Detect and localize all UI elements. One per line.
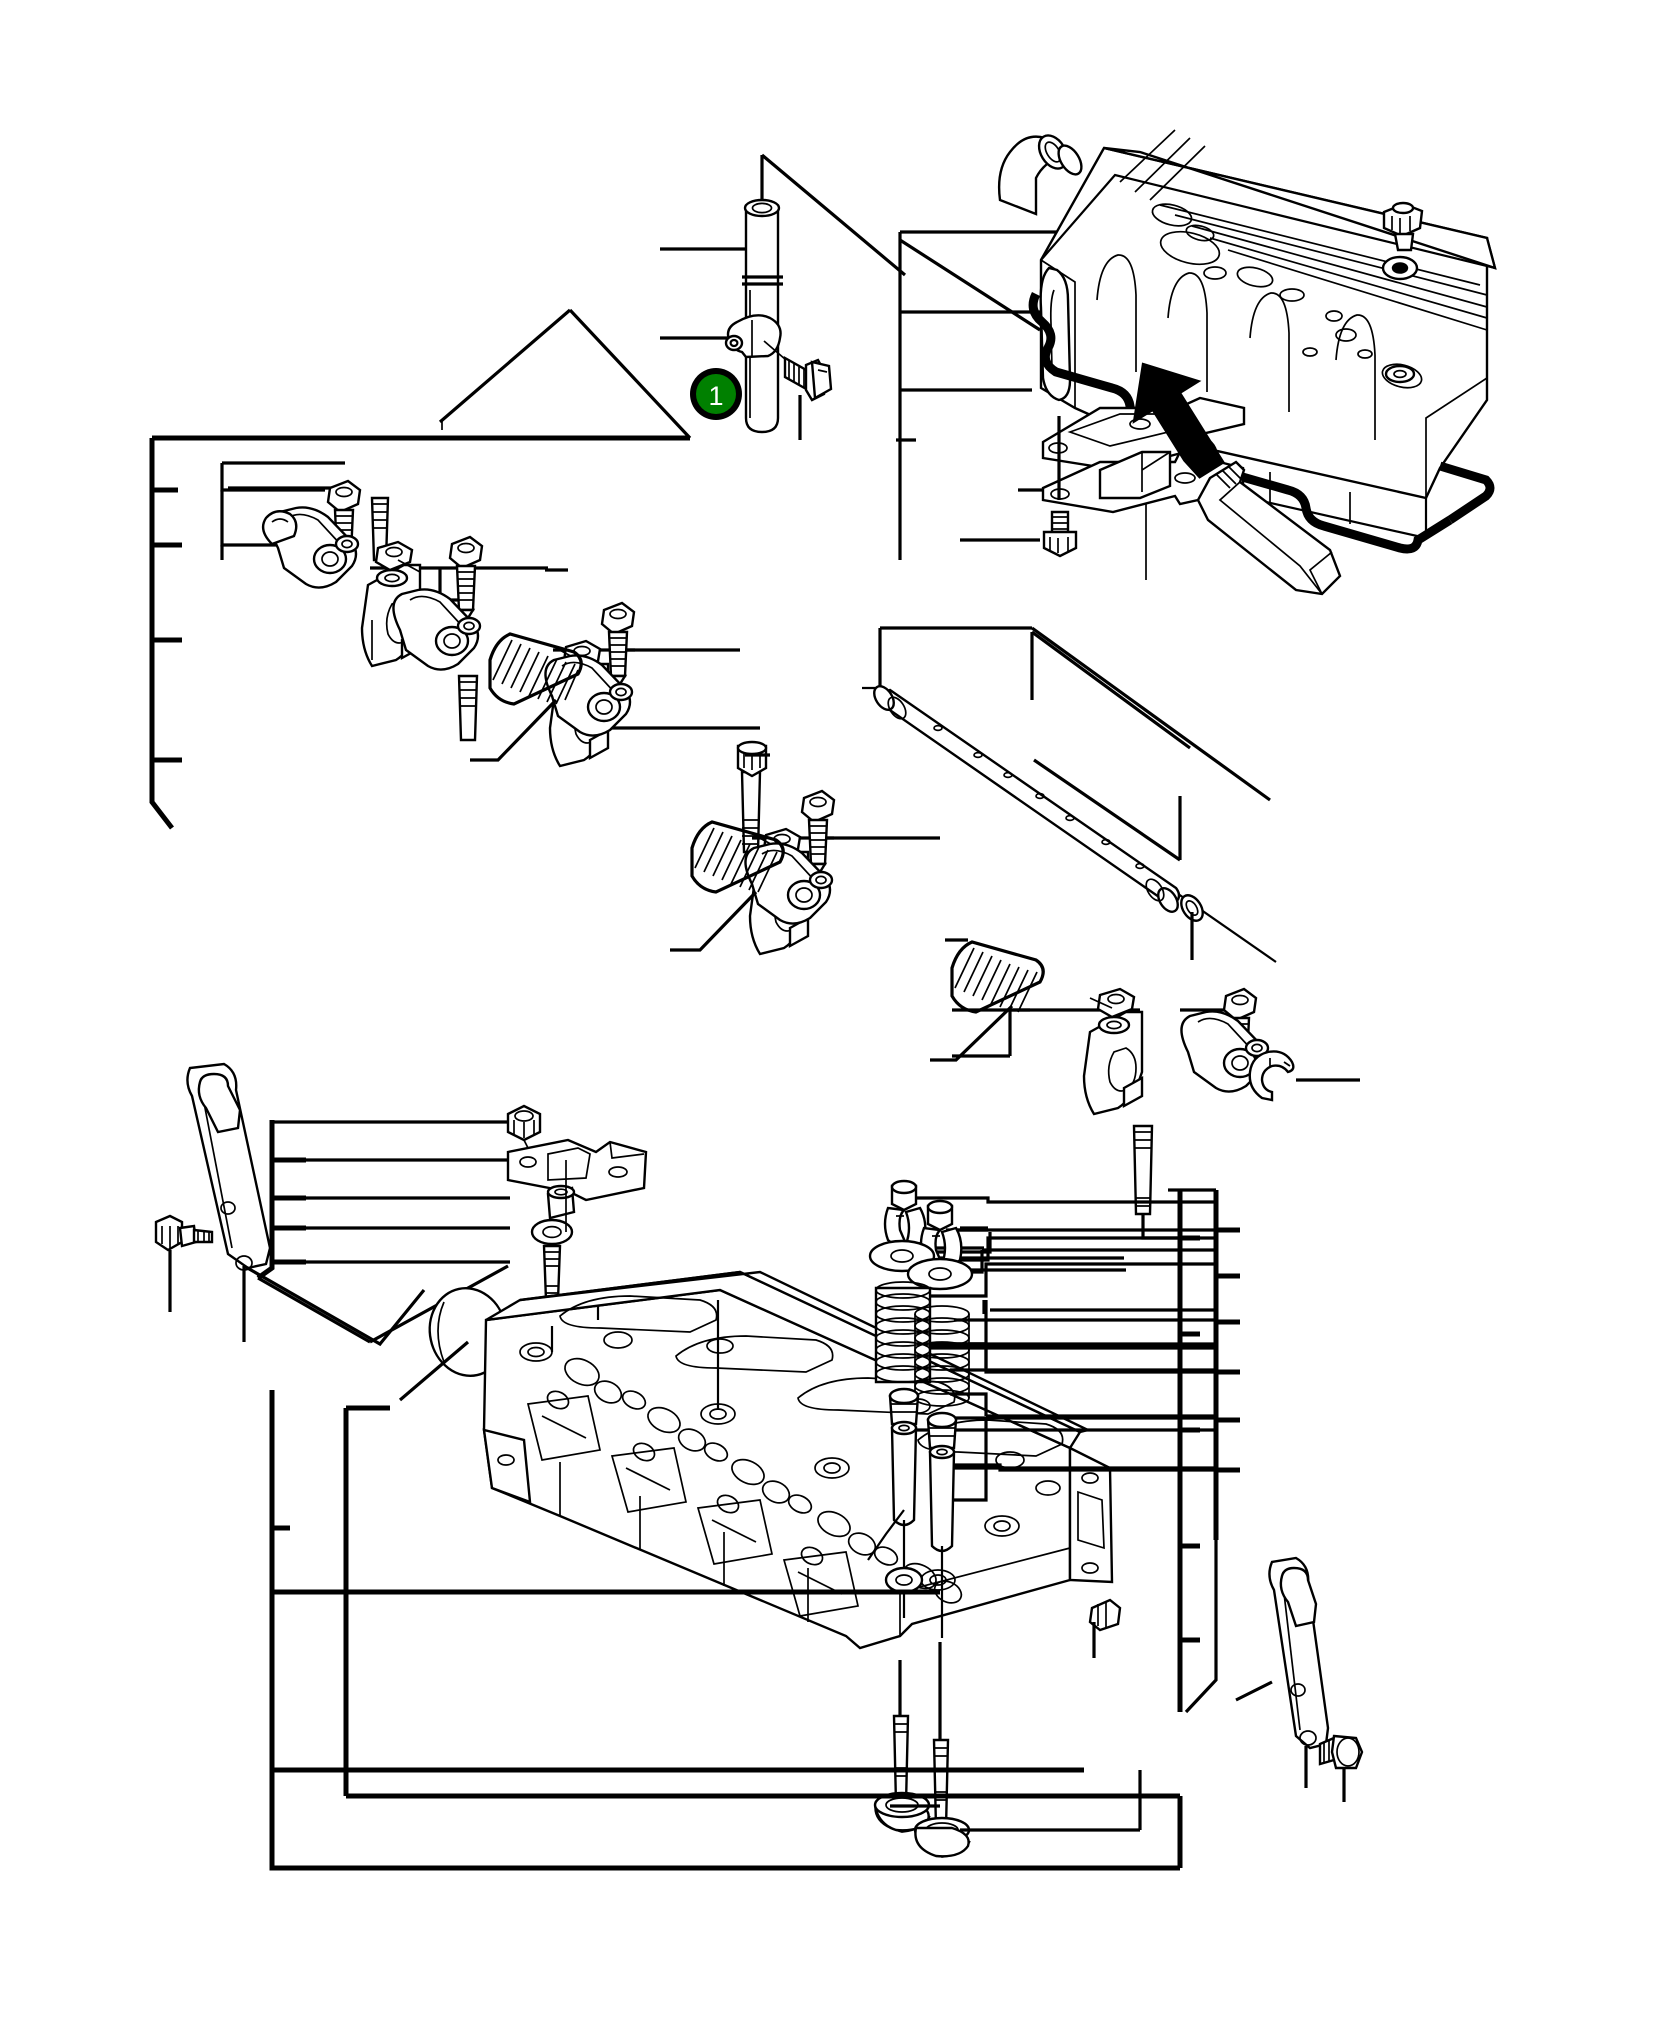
leader-breather-tube-diag: [760, 153, 907, 277]
rocker-index-bracket: [149, 308, 692, 830]
rocker-arm: [1180, 1010, 1270, 1093]
valve-spring-outer: [914, 1305, 970, 1407]
head-studs: [550, 1300, 720, 1410]
rocker-assembly-4: [670, 753, 940, 956]
valve-guide: [928, 1444, 956, 1553]
lifting-eye-bolt-left: [154, 1214, 214, 1312]
valve-index-bracket: [1180, 1188, 1240, 1714]
valve-guide-boss: [884, 1566, 924, 1594]
bottom-index-brackets: [269, 1390, 1183, 1871]
adjusting-screw: [455, 564, 477, 620]
thermostat-bracket: [506, 1138, 648, 1202]
lifting-eye-right: [1235, 1556, 1330, 1788]
shaft-plug: [1180, 894, 1204, 922]
sealant-tube: [1196, 460, 1342, 596]
bracket-spacer: [546, 1184, 576, 1220]
support-nut: [1089, 987, 1136, 1019]
rocker-spring: [488, 632, 583, 706]
lock-nut: [600, 601, 636, 636]
intake-ports: [526, 1395, 860, 1617]
rocker-assembly-2: [360, 535, 548, 742]
rocker-assembly-5: [930, 938, 1360, 1240]
thermostat-bracket-group: [256, 1104, 648, 1390]
lifting-eye-left: [186, 1062, 426, 1347]
bracket-washer: [530, 1218, 574, 1246]
cover-bracket: [1041, 396, 1246, 558]
exhaust-valve: [913, 1642, 971, 1858]
spring-seat: [906, 1257, 974, 1291]
rocker-assembly-1: [220, 461, 390, 589]
bracket-nut: [506, 1104, 542, 1142]
leader-cover-diag: [899, 238, 1041, 332]
rocker-arm: [261, 506, 360, 589]
tube-clamp: [724, 314, 801, 373]
valve-guide: [890, 1420, 918, 1527]
rocker-arm: [544, 654, 634, 737]
clamp-bolt: [783, 355, 833, 402]
bracket-stud: [542, 1244, 562, 1390]
rocker-shaft: [873, 685, 1181, 913]
valve-retainer: [926, 1199, 954, 1232]
valve-stem-seal: [926, 1411, 958, 1450]
lock-nut: [1222, 987, 1258, 1022]
lock-nut: [326, 479, 362, 514]
rocker-arm: [744, 842, 834, 925]
lock-nut: [448, 535, 484, 570]
index-bar-rocker: [149, 438, 174, 830]
valve-ports: [546, 1357, 963, 1604]
rocker-spring: [690, 820, 785, 894]
rocker-assembly-3: [470, 568, 775, 882]
cover-bolt-boss: [1384, 364, 1416, 384]
snap-ring: [1248, 1050, 1295, 1102]
rocker-shaft-group: [862, 626, 1277, 963]
support-nut: [374, 540, 421, 573]
valve-stem-seal: [888, 1387, 920, 1426]
rocker-spring: [950, 940, 1045, 1014]
lock-nut: [800, 789, 836, 824]
callout-1-number: 1: [708, 381, 723, 411]
breather-elbow: [997, 134, 1083, 216]
side-plug: [1088, 1598, 1122, 1632]
cover-bolt: [1382, 201, 1424, 252]
breather-tube-group: [660, 153, 907, 440]
cover-washer: [1381, 255, 1419, 281]
support-stud: [1132, 1124, 1154, 1216]
lifting-eye-bolt-right: [1318, 1734, 1364, 1802]
support-stud: [457, 674, 479, 742]
cylinder-head: [482, 1270, 1122, 1658]
rocker-arm-group: [220, 461, 1360, 1240]
rocker-support: [1082, 1010, 1144, 1116]
head-index-bracket: [1168, 1188, 1200, 1712]
rocker-arm: [392, 588, 482, 671]
valve-retainer: [890, 1179, 918, 1212]
assembly-direction-arrow: [1132, 362, 1226, 479]
valve-cover-group: [896, 129, 1497, 596]
callout-1[interactable]: 1: [690, 368, 742, 420]
